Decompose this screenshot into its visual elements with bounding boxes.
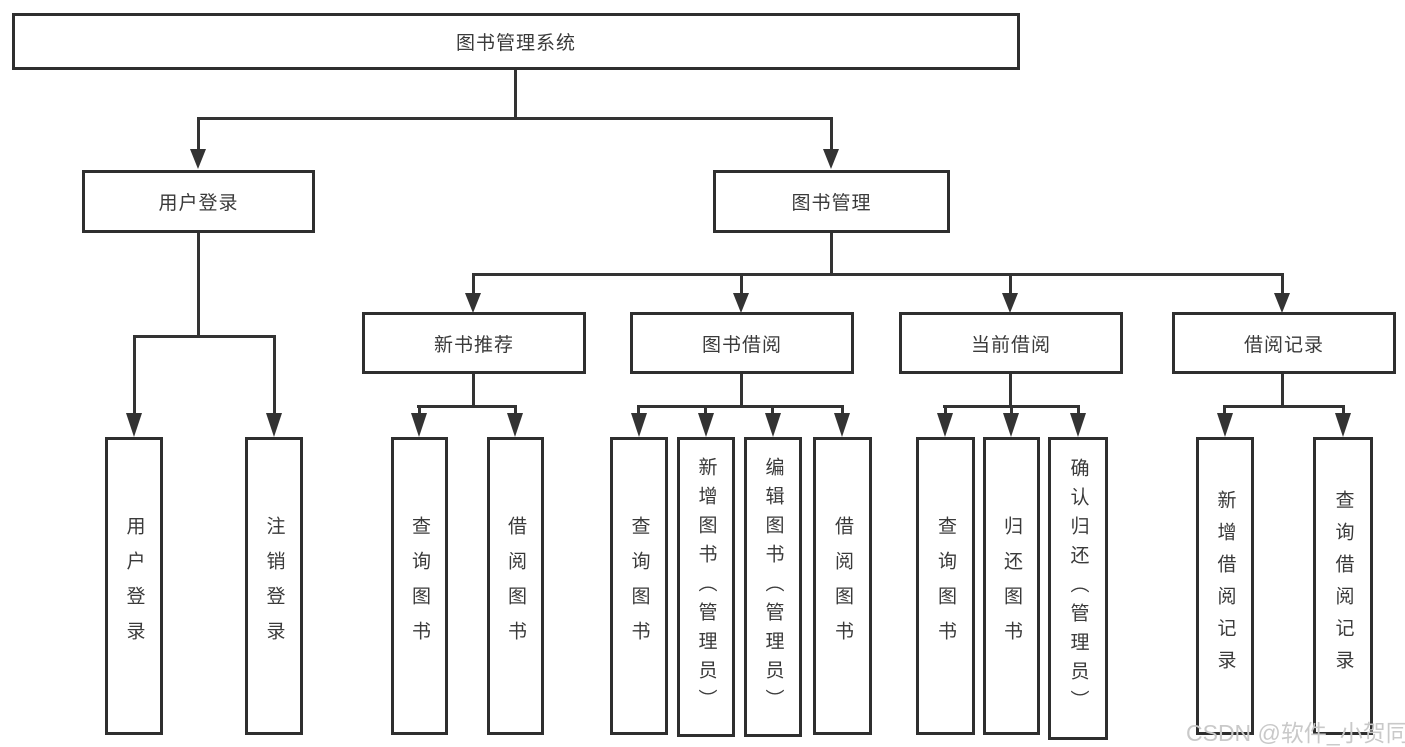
connector-drop bbox=[771, 405, 774, 417]
connector-book-mgmt-stem bbox=[830, 233, 833, 273]
connector-drop bbox=[944, 405, 947, 417]
node-borrow-books-2: 借阅图书 bbox=[813, 437, 872, 735]
arrowhead-icon bbox=[733, 293, 749, 313]
connector-to-user-login bbox=[197, 117, 200, 150]
arrowhead-icon bbox=[765, 413, 781, 437]
connector-new-books-stem bbox=[472, 374, 475, 405]
connector-drop bbox=[1010, 405, 1013, 417]
connector-group-e-rail bbox=[1223, 405, 1344, 408]
connector-drop bbox=[637, 405, 640, 417]
node-edit-books-admin: 编辑图书（管理员） bbox=[744, 437, 802, 737]
connector-drop bbox=[418, 405, 421, 417]
node-query-books-1: 查询图书 bbox=[391, 437, 448, 735]
connector-current-borrow-stem bbox=[1009, 374, 1012, 405]
arrowhead-icon bbox=[411, 413, 427, 437]
node-logout: 注销登录 bbox=[245, 437, 303, 735]
arrowhead-icon bbox=[823, 149, 839, 169]
connector-level1-rail bbox=[197, 117, 833, 120]
connector-to-book-borrow bbox=[740, 273, 743, 295]
arrowhead-icon bbox=[266, 413, 282, 437]
connector-to-logout bbox=[273, 335, 276, 415]
connector-to-book-management bbox=[830, 117, 833, 150]
connector-group-b-rail bbox=[417, 405, 517, 408]
node-return-books: 归还图书 bbox=[983, 437, 1040, 735]
connector-to-login bbox=[133, 335, 136, 415]
node-library-management-system: 图书管理系统 bbox=[12, 13, 1020, 70]
node-borrowing-records: 借阅记录 bbox=[1172, 312, 1396, 374]
arrowhead-icon bbox=[937, 413, 953, 437]
node-borrow-books-1: 借阅图书 bbox=[487, 437, 544, 735]
connector-level2-rail bbox=[472, 273, 1284, 276]
connector-to-current-borrow bbox=[1009, 273, 1012, 295]
arrowhead-icon bbox=[698, 413, 714, 437]
connector-to-borrow-records bbox=[1281, 273, 1284, 295]
node-query-books-2: 查询图书 bbox=[610, 437, 668, 735]
connector-user-login-stem bbox=[197, 233, 200, 335]
connector-to-new-books bbox=[472, 273, 475, 295]
arrowhead-icon bbox=[1274, 293, 1290, 313]
arrowhead-icon bbox=[1070, 413, 1086, 437]
node-add-borrow-record: 新增借阅记录 bbox=[1196, 437, 1254, 735]
arrowhead-icon bbox=[1002, 293, 1018, 313]
connector-drop bbox=[1223, 405, 1226, 417]
arrowhead-icon bbox=[1003, 413, 1019, 437]
connector-drop bbox=[841, 405, 844, 417]
connector-group-c-rail bbox=[637, 405, 844, 408]
connector-root-stem bbox=[514, 70, 517, 117]
arrowhead-icon bbox=[1335, 413, 1351, 437]
node-book-borrowing: 图书借阅 bbox=[630, 312, 854, 374]
node-new-book-recommend: 新书推荐 bbox=[362, 312, 586, 374]
connector-book-borrow-stem bbox=[740, 374, 743, 405]
node-current-borrowing: 当前借阅 bbox=[899, 312, 1123, 374]
arrowhead-icon bbox=[190, 149, 206, 169]
connector-drop bbox=[704, 405, 707, 417]
node-confirm-return-admin: 确认归还（管理员） bbox=[1048, 437, 1108, 740]
csdn-watermark: CSDN @软件_小贺同学 bbox=[1186, 720, 1405, 746]
arrowhead-icon bbox=[631, 413, 647, 437]
connector-drop bbox=[1077, 405, 1080, 417]
connector-user-login-rail bbox=[133, 335, 276, 338]
node-query-borrow-record: 查询借阅记录 bbox=[1313, 437, 1373, 735]
arrowhead-icon bbox=[1217, 413, 1233, 437]
connector-drop bbox=[1342, 405, 1345, 417]
arrowhead-icon bbox=[126, 413, 142, 437]
node-user-login-branch: 用户登录 bbox=[82, 170, 315, 233]
arrowhead-icon bbox=[507, 413, 523, 437]
node-user-login-leaf: 用户登录 bbox=[105, 437, 163, 735]
node-add-books-admin: 新增图书（管理员） bbox=[677, 437, 735, 737]
arrowhead-icon bbox=[834, 413, 850, 437]
connector-drop bbox=[514, 405, 517, 417]
node-book-management-branch: 图书管理 bbox=[713, 170, 950, 233]
connector-borrow-records-stem bbox=[1281, 374, 1284, 405]
arrowhead-icon bbox=[465, 293, 481, 313]
node-query-books-3: 查询图书 bbox=[916, 437, 975, 735]
